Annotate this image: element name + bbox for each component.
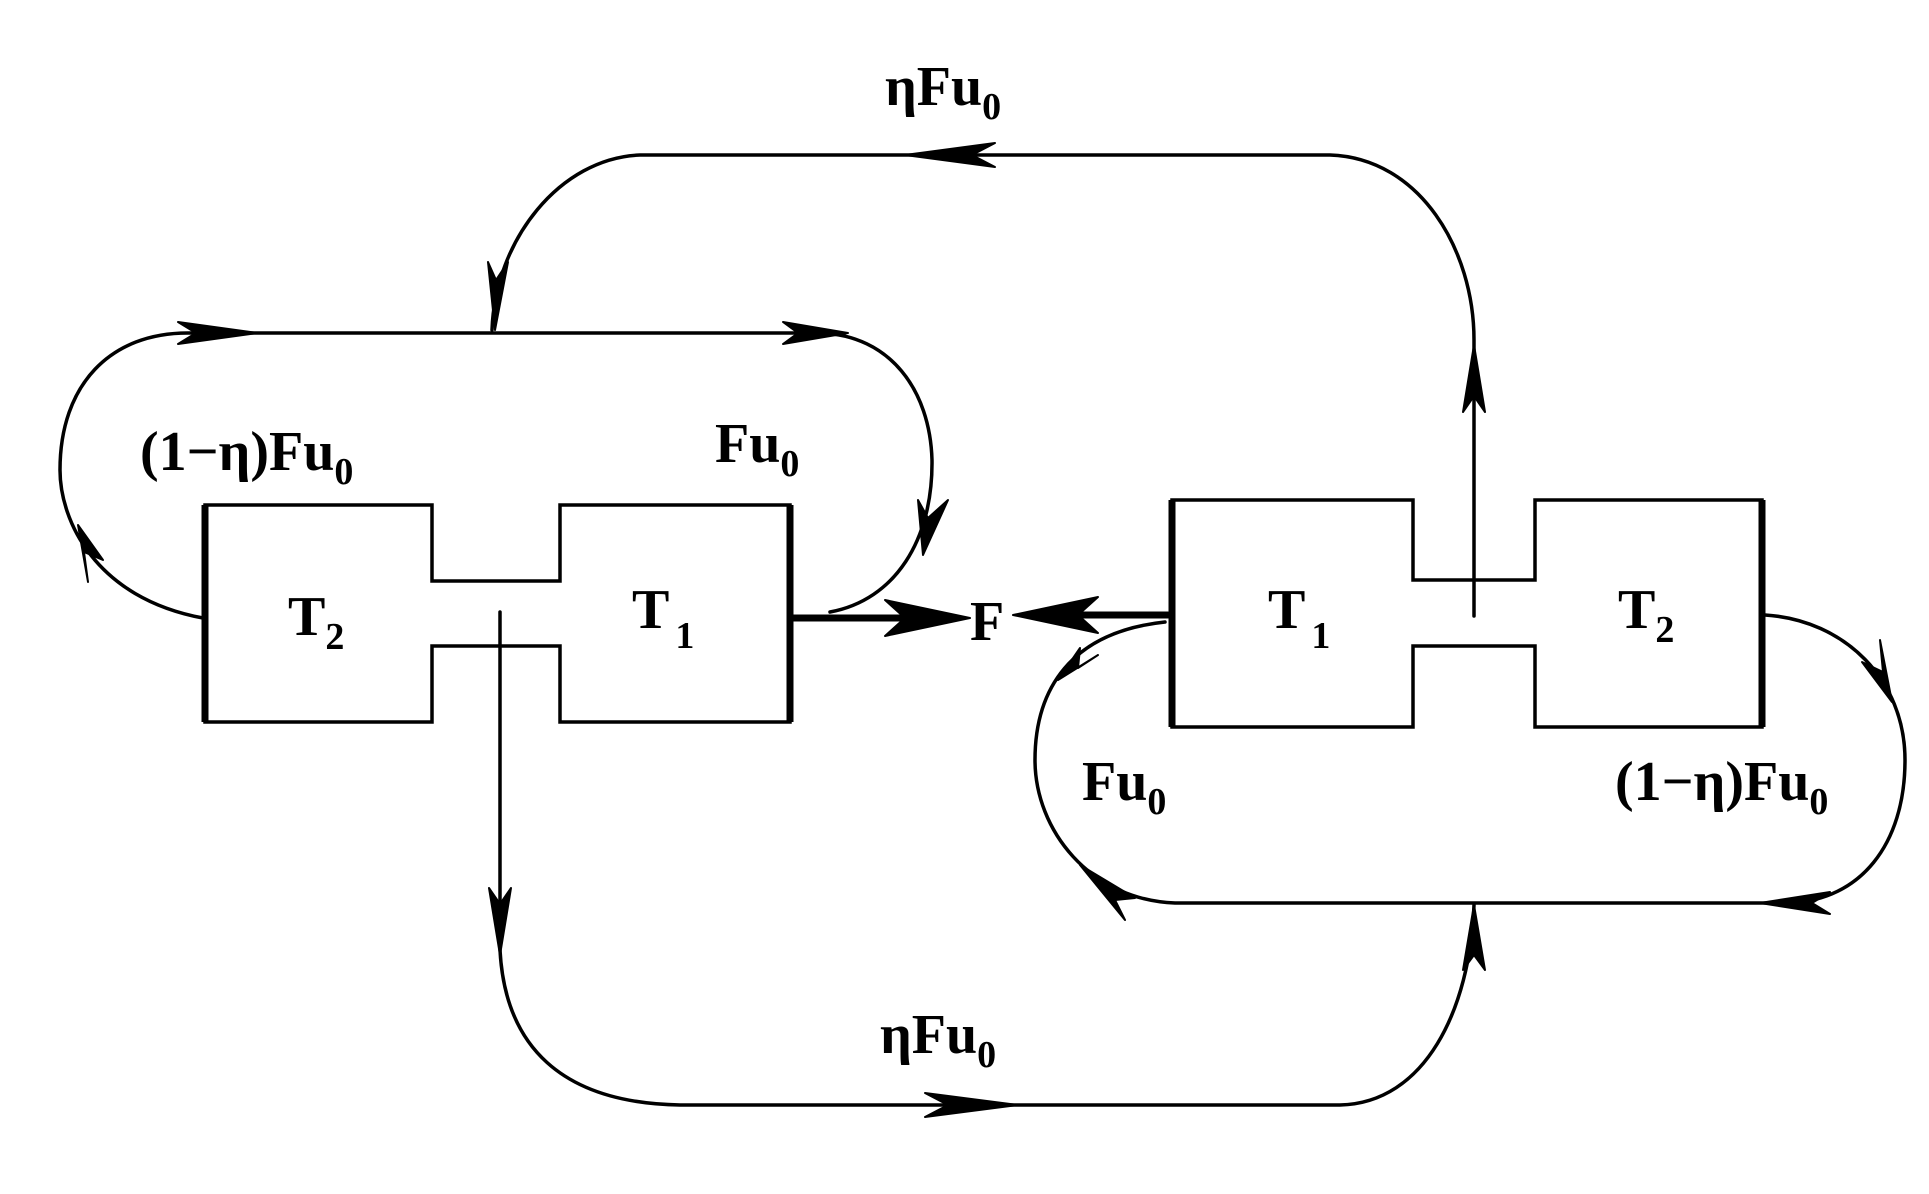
top-transfer-arrow-up <box>1462 344 1486 413</box>
right-cold-reservoir-label: T2 <box>1618 579 1674 651</box>
right-input-heat-label: Fu0 <box>1082 751 1166 823</box>
right-force-arrowhead <box>1012 596 1099 634</box>
bottom-transfer-arrow-right <box>924 1092 1019 1118</box>
top-transfer-path <box>490 153 1476 618</box>
top-transfer-arrow-down <box>487 261 509 331</box>
left-rejected-heat-label: (1−η)Fu0 <box>140 421 353 493</box>
left-force-arrowhead <box>884 599 971 637</box>
left-cold-reservoir-label: T2 <box>288 586 344 658</box>
top-transfer-label: ηFu0 <box>885 56 1001 128</box>
left-input-heat-label: Fu0 <box>715 413 799 485</box>
right-loop-arrow-left <box>1057 647 1099 681</box>
force-label: F <box>970 591 1004 653</box>
right-loop-arrow-upper-right <box>1861 639 1893 703</box>
left-loop-arrow-top-left <box>177 321 259 345</box>
right-loop-arrow-bottom-right <box>1759 891 1831 915</box>
left-loop-arrow-right <box>917 499 949 556</box>
bottom-transfer-arrow-down <box>488 887 512 956</box>
bottom-transfer-path <box>498 610 1476 1107</box>
left-loop-arrow-top-right <box>782 321 849 345</box>
left-loop-arrow-lower-left <box>77 524 104 583</box>
right-loop-arrow-bottom-left <box>1079 864 1136 921</box>
top-transfer-arrow-left <box>904 142 996 168</box>
bottom-transfer-label: ηFu0 <box>880 1004 996 1076</box>
transfer-paths: ηFu0 ηFu0 <box>487 56 1486 1118</box>
bottom-transfer-arrow-up <box>1462 904 1486 971</box>
right-rejected-heat-label: (1−η)Fu0 <box>1615 751 1828 823</box>
